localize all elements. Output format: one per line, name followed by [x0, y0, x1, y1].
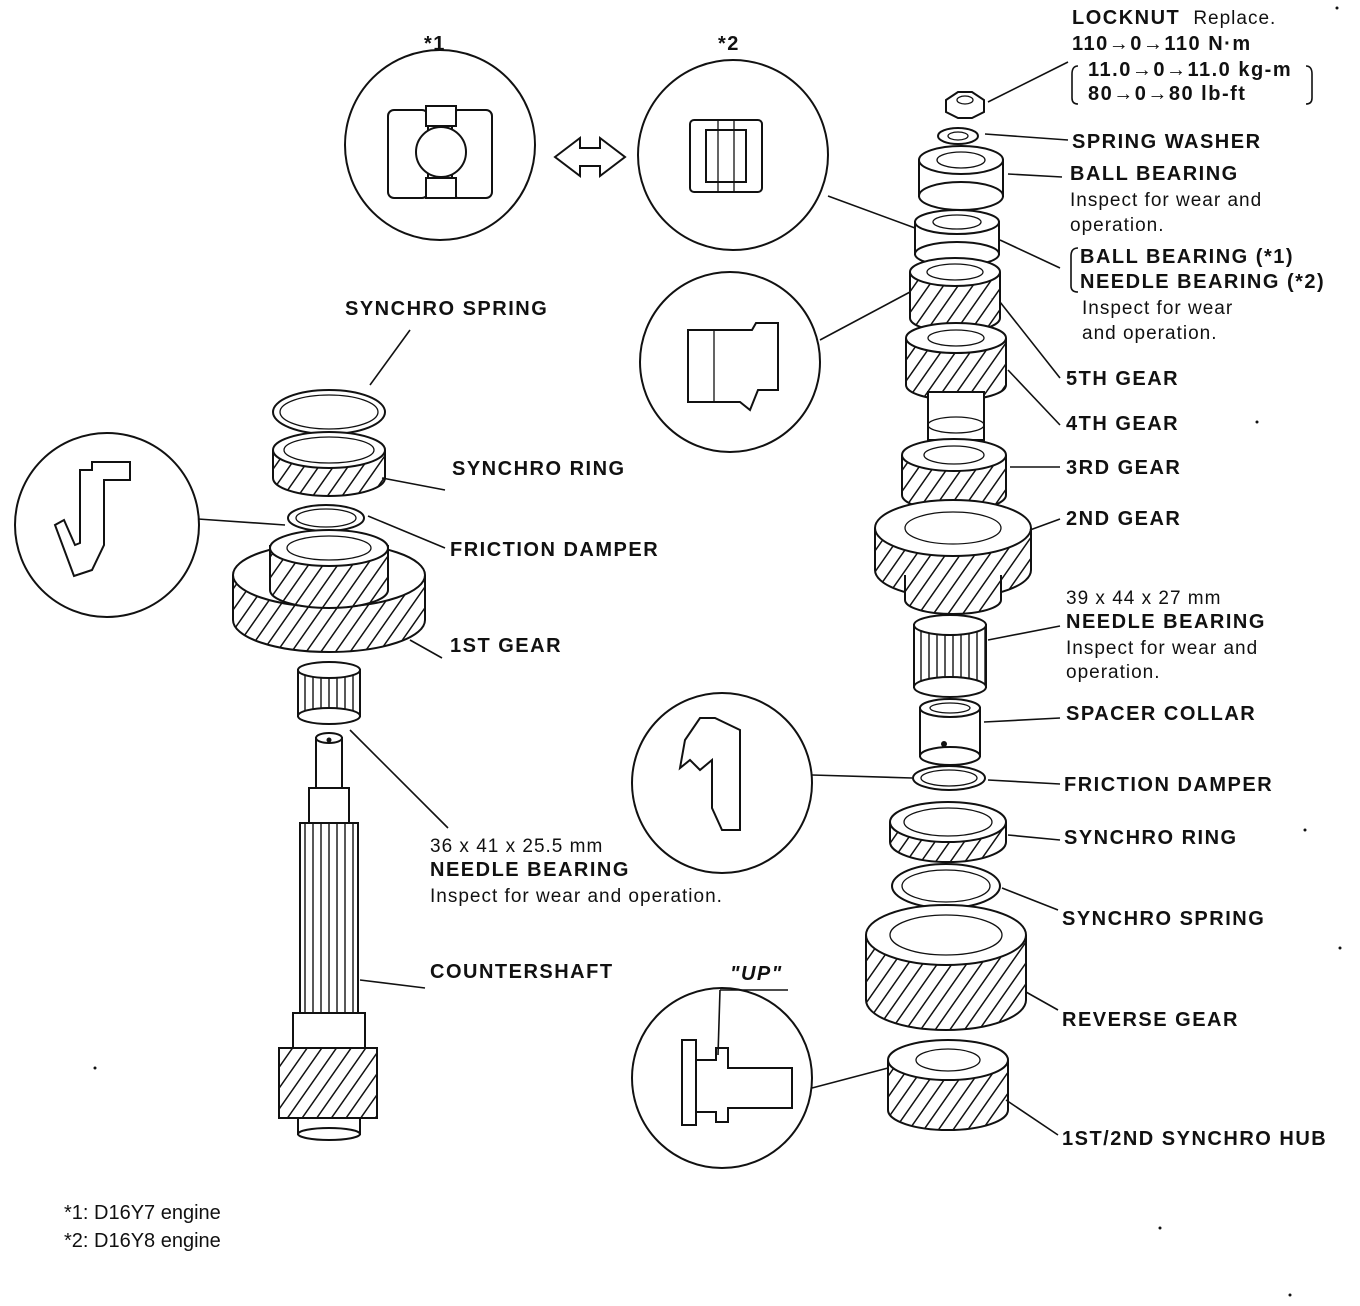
synchro-ring-left-label: SYNCHRO RING	[452, 458, 626, 480]
detail-circle-bearing-section	[639, 271, 821, 453]
1st-gear-label: 1ST GEAR	[450, 635, 562, 657]
5th-gear-part	[909, 257, 1001, 333]
spacer-collar-part	[919, 698, 981, 766]
detail-circle-up-orientation	[631, 987, 813, 1169]
left-synchro-spring	[272, 389, 386, 435]
needle-bearing-right-note-1: Inspect for wear and	[1066, 638, 1258, 659]
synchro-spring-right-part	[891, 863, 1001, 909]
spacer-collar-label: SPACER COLLAR	[1066, 703, 1256, 725]
countershaft-part	[278, 732, 378, 1141]
left-needle-bearing	[297, 661, 361, 725]
detail-circle-2	[637, 59, 829, 251]
left-synchro-ring	[272, 431, 386, 497]
3rd-gear-part	[901, 438, 1007, 512]
circle-leaders	[197, 195, 916, 1089]
friction-damper-right-label: FRICTION DAMPER	[1064, 774, 1273, 796]
countershaft-label: COUNTERSHAFT	[430, 961, 614, 983]
left-friction-damper	[287, 504, 365, 532]
locknut-part	[945, 91, 985, 119]
5th-gear-label: 5TH GEAR	[1066, 368, 1179, 390]
ball-bearing-1-label: BALL BEARING (*1)	[1080, 246, 1294, 268]
needle-bearing-right-size: 39 x 44 x 27 mm	[1066, 588, 1221, 609]
callout-marker-1: *1	[424, 33, 446, 55]
needle-bearing-right-name: NEEDLE BEARING	[1066, 611, 1266, 633]
needle-bearing-left-name: NEEDLE BEARING	[430, 859, 630, 881]
spring-washer-label: SPRING WASHER	[1072, 131, 1262, 153]
ball-bearing-top-note-2: operation.	[1070, 215, 1165, 236]
detail-circle-left-damper	[14, 432, 200, 618]
synchro-spring-left-label: SYNCHRO SPRING	[345, 298, 548, 320]
detail-circle-right-damper	[631, 692, 813, 874]
detail-circle-1	[344, 49, 536, 241]
4th-gear-part	[905, 322, 1007, 401]
reverse-gear-label: REVERSE GEAR	[1062, 1009, 1239, 1031]
locknut-label: LOCKNUT Replace.	[1072, 7, 1276, 29]
bearing-note-1: Inspect for wear	[1082, 298, 1233, 319]
4th-gear-label: 4TH GEAR	[1066, 413, 1179, 435]
callout-marker-2: *2	[718, 33, 740, 55]
left-1st-gear	[232, 529, 426, 653]
2nd-gear-part	[874, 499, 1032, 615]
spring-washer-part	[937, 127, 979, 145]
up-marker: "UP"	[730, 963, 783, 985]
synchro-hub-part	[887, 1039, 1009, 1131]
needle-bearing-right-part	[913, 614, 987, 698]
2nd-gear-label: 2ND GEAR	[1066, 508, 1181, 530]
bearing-note-2: and operation.	[1082, 323, 1218, 344]
locknut-name: LOCKNUT	[1072, 7, 1180, 29]
torque-nm: 110→0→110 N·m	[1072, 33, 1252, 55]
synchro-ring-right-part	[889, 801, 1007, 863]
ball-bearing-top-label: BALL BEARING	[1070, 163, 1239, 185]
torque-kgm: 11.0→0→11.0 kg-m	[1088, 59, 1292, 81]
shaft-collar-part	[927, 391, 985, 441]
reverse-gear-part	[865, 904, 1027, 1031]
footnote-2: *2: D16Y8 engine	[64, 1230, 221, 1252]
needle-bearing-2-label: NEEDLE BEARING (*2)	[1080, 271, 1325, 293]
speck-marks	[93, 6, 1342, 1297]
torque-lbft: 80→0→80 lb-ft	[1088, 83, 1246, 105]
footnote-1: *1: D16Y7 engine	[64, 1202, 221, 1224]
3rd-gear-label: 3RD GEAR	[1066, 457, 1181, 479]
synchro-hub-label: 1ST/2ND SYNCHRO HUB	[1062, 1128, 1327, 1150]
locknut-note: Replace.	[1193, 8, 1276, 29]
needle-bearing-right-note-2: operation.	[1066, 662, 1161, 683]
leader-lines	[349, 61, 1069, 1136]
ball-bearing-top-note-1: Inspect for wear and	[1070, 190, 1262, 211]
ball-bearing-top-part	[918, 145, 1004, 211]
friction-damper-left-label: FRICTION DAMPER	[450, 539, 659, 561]
friction-damper-right-part	[912, 765, 986, 791]
torque-brackets	[1070, 65, 1313, 293]
needle-bearing-left-note: Inspect for wear and operation.	[430, 886, 723, 907]
synchro-ring-right-label: SYNCHRO RING	[1064, 827, 1238, 849]
synchro-spring-right-label: SYNCHRO SPRING	[1062, 908, 1265, 930]
double-arrow-icon	[553, 135, 627, 179]
needle-bearing-left-size: 36 x 41 x 25.5 mm	[430, 836, 603, 857]
